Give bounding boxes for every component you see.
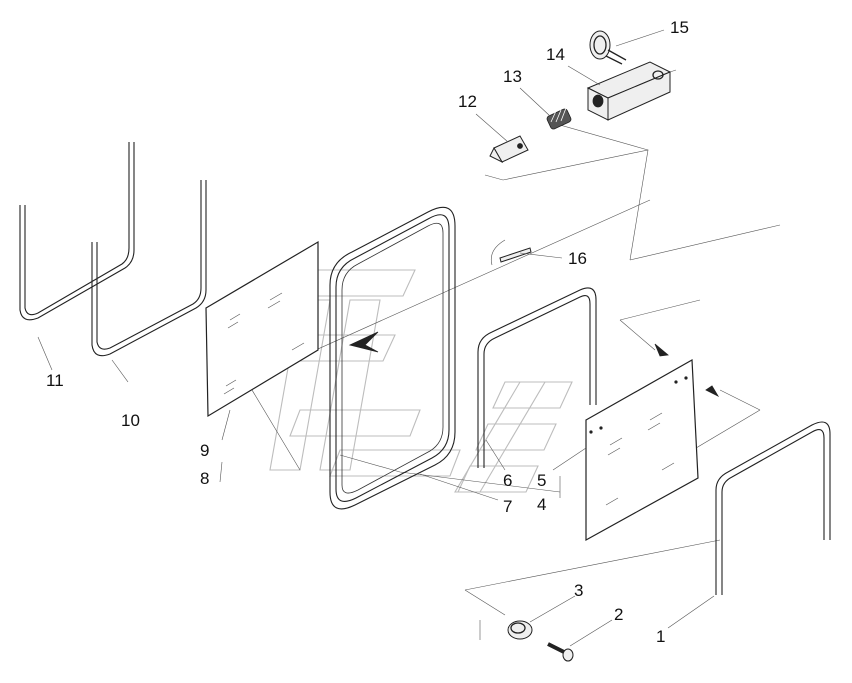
callout-14: 14 — [546, 45, 565, 64]
leader-lines — [37, 29, 715, 647]
part-3-bushing — [507, 620, 533, 640]
callout-8: 8 — [200, 469, 209, 488]
callout-labels: 15 14 13 12 16 11 10 9 8 6 7 5 4 3 2 1 — [46, 18, 689, 646]
part-12-pin — [489, 135, 529, 164]
callout-9: 9 — [200, 441, 209, 460]
callout-2: 2 — [614, 605, 623, 624]
callout-10: 10 — [121, 411, 140, 430]
part-7-frame-seal — [329, 206, 456, 510]
callout-11: 11 — [46, 371, 64, 390]
part-9-glass-pane — [205, 240, 319, 418]
callout-1: 1 — [656, 627, 665, 646]
callout-6: 6 — [503, 471, 512, 490]
callout-13: 13 — [503, 67, 522, 86]
part-2-screw — [547, 642, 574, 662]
callout-3: 3 — [574, 581, 583, 600]
part-15-knob — [589, 30, 627, 65]
callout-5: 5 — [537, 471, 546, 490]
part-11-u-seal — [19, 142, 135, 321]
part-10-u-seal — [91, 180, 207, 357]
part-16-clip — [491, 239, 532, 266]
callout-15: 15 — [670, 18, 689, 37]
part-1-u-seal — [715, 421, 831, 595]
part-5-glass-pane — [585, 343, 720, 542]
part-14-bracket — [586, 61, 677, 121]
part-13-spring — [546, 107, 572, 130]
callout-7: 7 — [503, 497, 512, 516]
callout-4: 4 — [537, 495, 546, 514]
callout-12: 12 — [458, 92, 477, 111]
callout-16: 16 — [568, 249, 587, 268]
part-6-u-seal — [477, 287, 597, 468]
